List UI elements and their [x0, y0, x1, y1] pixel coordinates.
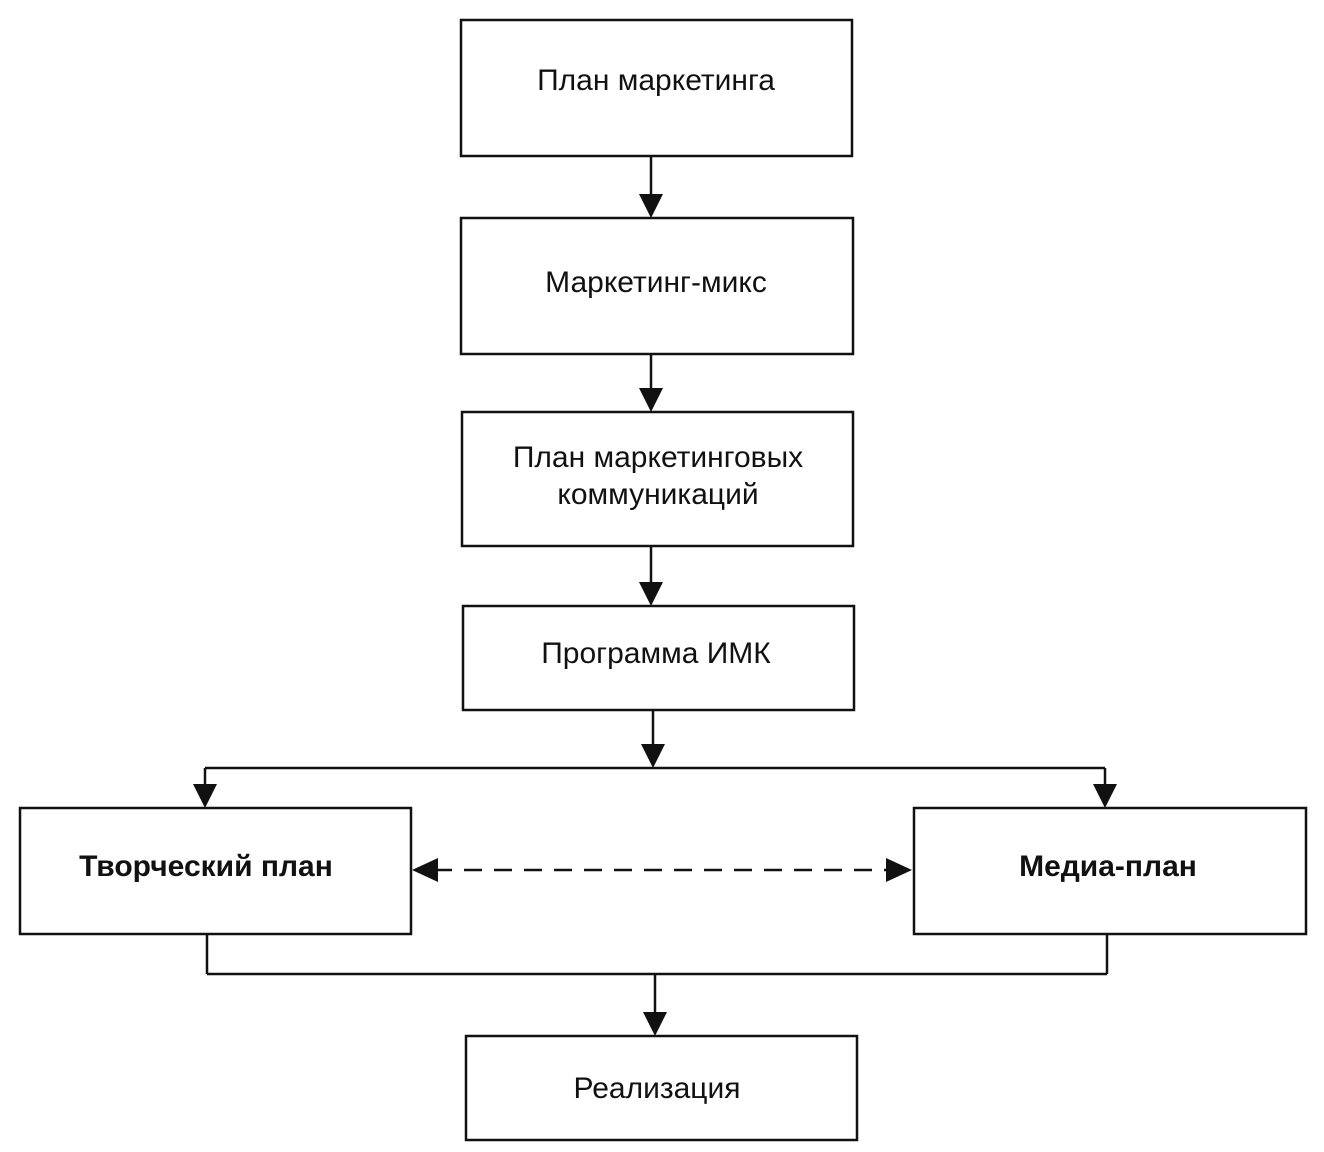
node-label: Реализация — [574, 1072, 741, 1105]
arrowhead-dashed-right — [886, 858, 912, 882]
node-imc-program: Программа ИМК — [461, 604, 856, 712]
node-box — [459, 216, 855, 356]
connectors — [193, 156, 1117, 1036]
node-label-line-2: коммуникаций — [557, 478, 758, 511]
node-box — [460, 410, 855, 548]
arrowhead-imc-program — [639, 582, 663, 606]
node-box — [18, 806, 413, 936]
arrowhead-implementation — [643, 1012, 667, 1036]
node-label: Творческий план — [79, 850, 333, 883]
arrowhead-junction — [641, 744, 665, 768]
node-box — [459, 18, 854, 158]
arrowhead-creative-plan — [193, 784, 217, 808]
arrowhead-marcom-plan — [639, 388, 663, 412]
node-label: Маркетинг-микс — [545, 266, 767, 299]
node-label: Программа ИМК — [541, 637, 771, 670]
node-media-plan: Медиа-план — [912, 806, 1308, 936]
arrowhead-marketing-mix — [639, 194, 663, 218]
node-label: План маркетинга — [537, 64, 775, 97]
node-marketing-mix: Маркетинг-микс — [459, 216, 855, 356]
node-creative-plan: Творческий план — [18, 806, 413, 936]
node-label-line-1: План маркетинговых — [513, 441, 803, 474]
node-marcom-plan: План маркетинговых коммуникаций — [460, 410, 855, 548]
arrowhead-media-plan — [1093, 784, 1117, 808]
arrowhead-dashed-left — [412, 858, 438, 882]
node-implementation: Реализация — [464, 1034, 859, 1142]
node-box — [464, 1034, 859, 1142]
node-marketing-plan: План маркетинга — [459, 18, 854, 158]
node-box — [461, 604, 856, 712]
node-box — [912, 806, 1308, 936]
node-label: Медиа-план — [1019, 850, 1197, 883]
